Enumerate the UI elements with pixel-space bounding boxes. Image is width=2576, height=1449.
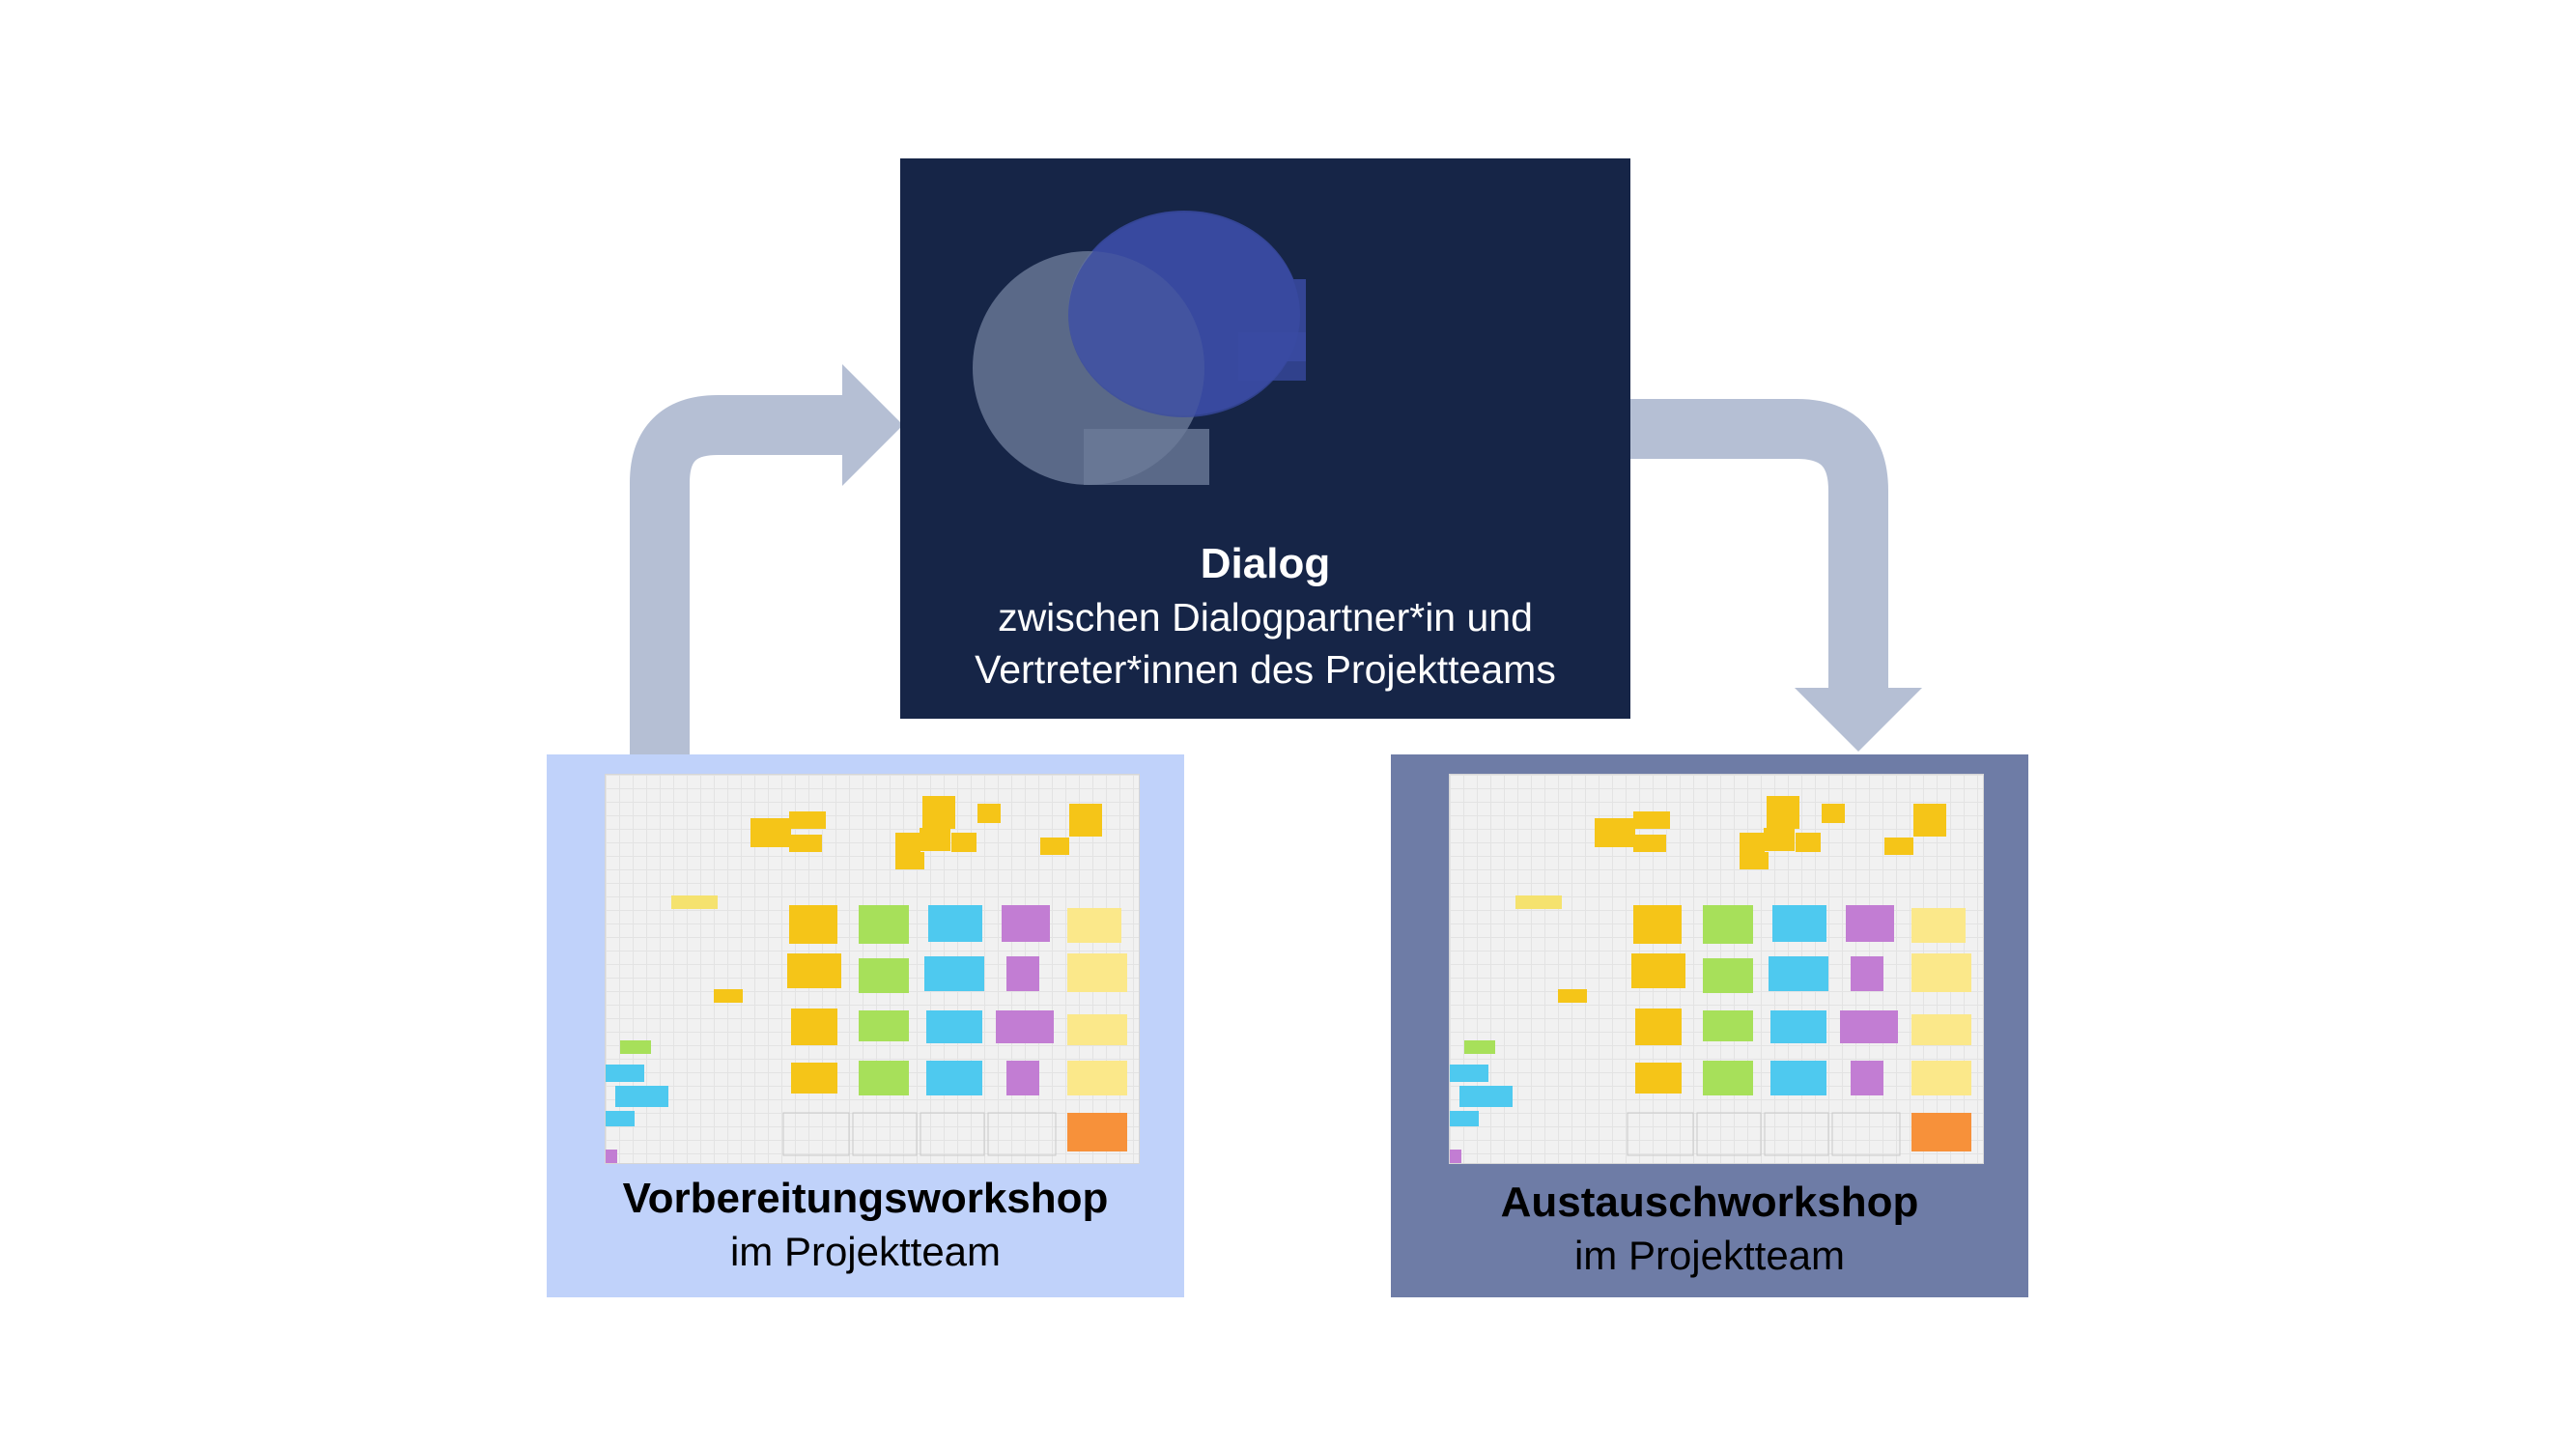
prep-board-thumbnail bbox=[605, 774, 1140, 1164]
prep-title: Vorbereitungsworkshop bbox=[622, 1175, 1109, 1222]
dialog-subtitle-line-1: zwischen Dialogpartner*in und bbox=[998, 595, 1533, 639]
exchange-board-thumbnail bbox=[1449, 774, 1984, 1164]
prep-workshop-box: Vorbereitungsworkshop im Projektteam bbox=[547, 754, 1184, 1297]
board-grid-cells bbox=[782, 1112, 1057, 1156]
exchange-workshop-box: Austauschworkshop im Projektteam bbox=[1391, 754, 2028, 1297]
dialog-label: Dialog zwischen Dialogpartner*in und Ver… bbox=[900, 537, 1630, 696]
dialog-title: Dialog bbox=[1200, 540, 1331, 587]
prep-subtitle: im Projektteam bbox=[729, 1229, 1002, 1274]
sticky-notes bbox=[606, 796, 1127, 1163]
prep-label: Vorbereitungsworkshop im Projektteam bbox=[547, 1172, 1184, 1278]
arrow-up-right-icon bbox=[630, 364, 903, 754]
exchange-title: Austauschworkshop bbox=[1500, 1179, 1919, 1226]
arrow-right-down-icon bbox=[1630, 399, 1922, 752]
whiteboard-screenshot bbox=[1450, 796, 1971, 1163]
exchange-label: Austauschworkshop im Projektteam bbox=[1391, 1176, 2028, 1282]
dialog-subtitle-line-2: Vertreter*innen des Projektteams bbox=[975, 647, 1556, 692]
board-grid-cells bbox=[1627, 1112, 1901, 1156]
sticky-notes bbox=[1450, 796, 1971, 1163]
dialog-box: Dialog zwischen Dialogpartner*in und Ver… bbox=[900, 158, 1630, 719]
speech-bubbles-icon bbox=[973, 211, 1306, 485]
exchange-subtitle: im Projektteam bbox=[1573, 1233, 1846, 1278]
whiteboard-screenshot bbox=[606, 796, 1127, 1163]
